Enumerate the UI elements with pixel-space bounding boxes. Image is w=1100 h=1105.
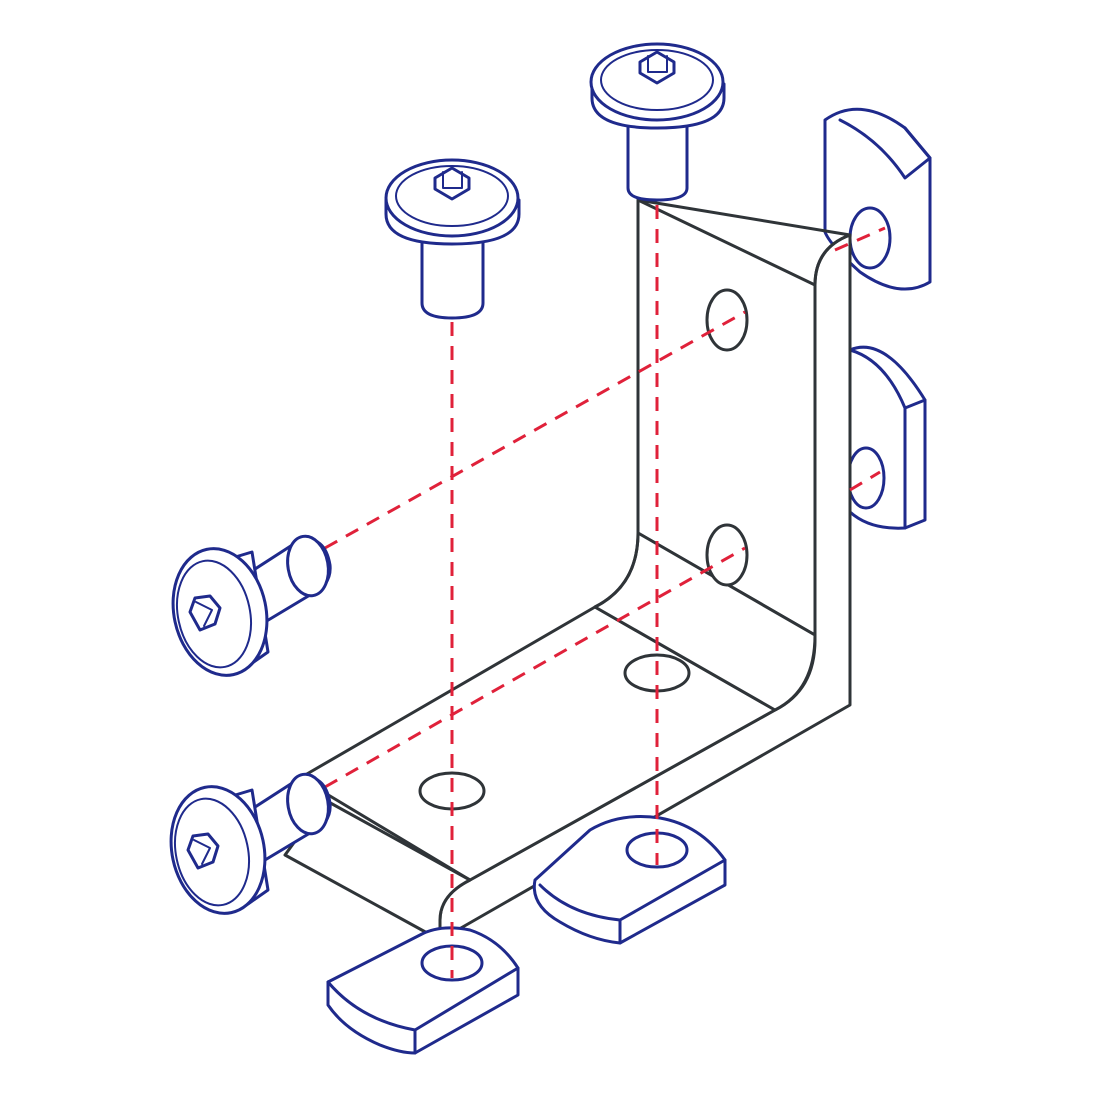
angle-bracket xyxy=(283,198,852,942)
screw-top-right xyxy=(589,42,726,202)
bracket-hole-2 xyxy=(705,523,749,587)
slot-nut-lower-right xyxy=(846,345,927,530)
hex-socket-icon xyxy=(188,594,222,632)
bracket-hole-1 xyxy=(705,288,749,352)
hex-socket-icon xyxy=(186,832,220,870)
bracket-front-edge xyxy=(283,798,472,942)
slot-nut-lower-middle xyxy=(532,815,727,945)
screw-left-upper xyxy=(171,534,332,677)
slot-nut-bottom-left xyxy=(326,926,520,1055)
axis-nut-lower-right xyxy=(849,470,881,492)
screw-left-lower xyxy=(169,772,332,915)
screw-top-left xyxy=(384,158,521,320)
axis-screw-horizontal-lower xyxy=(324,546,746,789)
axis-screw-horizontal-upper xyxy=(324,310,746,550)
assembly-axes xyxy=(324,205,886,978)
axis-nut-upper-right xyxy=(834,226,886,252)
